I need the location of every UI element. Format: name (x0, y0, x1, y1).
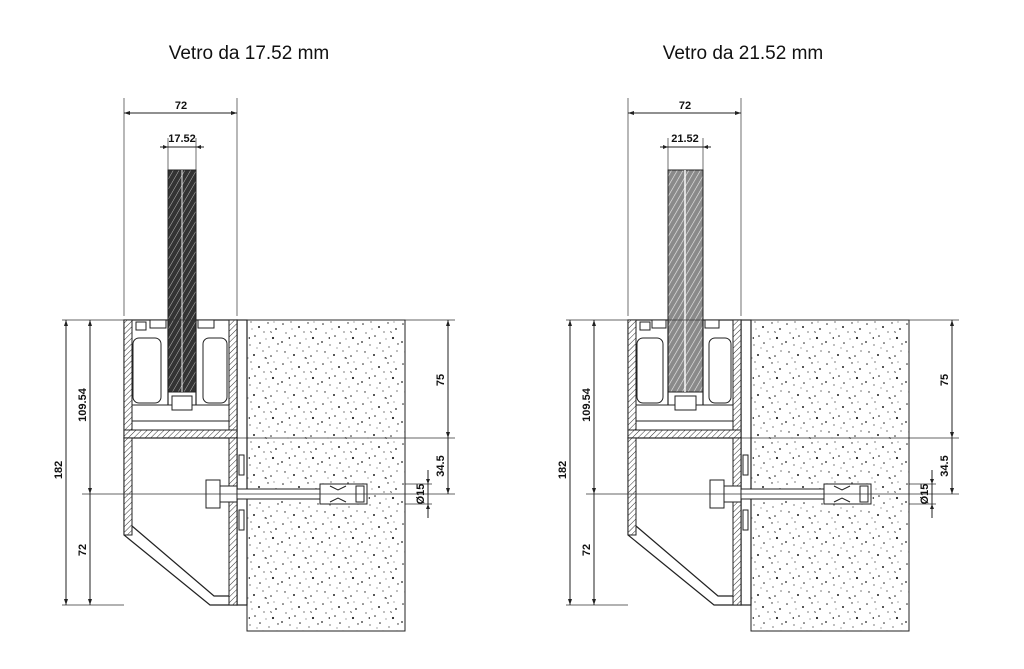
right-dim-height-lower: 72 (581, 494, 596, 605)
right-label-glass: 21.52 (671, 133, 699, 145)
right-label-height-total: 182 (557, 461, 569, 479)
left-dim-total-width: 72 (123, 98, 238, 316)
left-label-height-total: 182 (53, 461, 65, 479)
left-dim-height-total: 182 (53, 320, 68, 605)
left-dim-height-lower: 72 (77, 494, 92, 605)
left-concrete (246, 319, 406, 632)
left-label-glass: 17.52 (168, 133, 196, 145)
right-label-height-upper: 109.54 (581, 387, 593, 422)
left-dim-concrete-depth: 75 (435, 320, 450, 438)
left-label-total-width: 72 (175, 100, 187, 112)
right-dim-anchor-offset: 34.5 (939, 438, 954, 494)
right-label-concrete-depth: 75 (939, 374, 951, 386)
left-label-height-lower: 72 (77, 544, 89, 556)
right-drawing: Vetro da 21.52 mm 72 21.52 (557, 43, 959, 632)
right-dim-anchor-diameter: Ø15 (909, 470, 936, 518)
left-dim-height-upper: 109.54 (77, 320, 92, 494)
right-dim-glass: 21.52 (660, 133, 711, 170)
right-label-total-width: 72 (679, 100, 691, 112)
right-dim-height-total: 182 (557, 320, 572, 605)
left-label-anchor-offset: 34.5 (435, 455, 447, 476)
left-title: Vetro da 17.52 mm (169, 43, 330, 64)
left-dim-anchor-offset: 34.5 (435, 438, 450, 494)
right-concrete (750, 319, 910, 632)
right-label-height-lower: 72 (581, 544, 593, 556)
right-title: Vetro da 21.52 mm (663, 43, 824, 64)
right-label-anchor-offset: 34.5 (939, 455, 951, 476)
left-drawing: Vetro da 17.52 mm 72 17.52 (53, 43, 455, 632)
left-label-anchor-diameter: Ø15 (415, 484, 427, 505)
right-dim-concrete-depth: 75 (939, 320, 954, 438)
left-dim-anchor-diameter: Ø15 (405, 470, 432, 518)
left-label-height-upper: 109.54 (77, 387, 89, 422)
right-dim-total-width: 72 (627, 98, 742, 316)
left-label-concrete-depth: 75 (435, 374, 447, 386)
left-dim-glass: 17.52 (160, 133, 204, 170)
right-dim-height-upper: 109.54 (581, 320, 596, 494)
right-label-anchor-diameter: Ø15 (919, 484, 931, 505)
